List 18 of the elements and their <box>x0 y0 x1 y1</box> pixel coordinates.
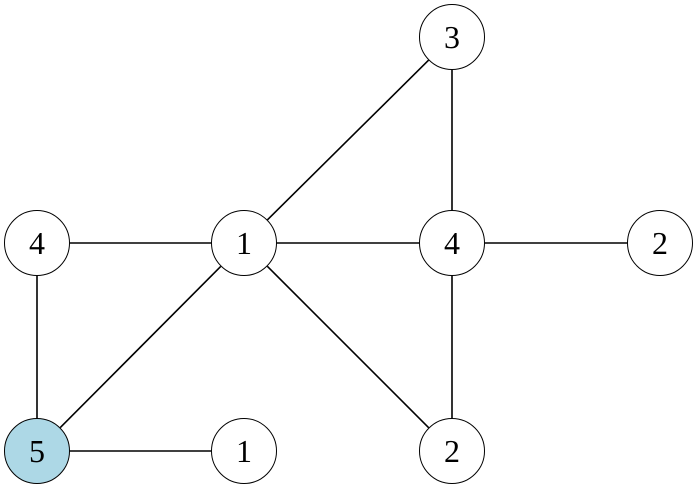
node-label: 2 <box>444 435 460 467</box>
edge-line <box>451 276 453 418</box>
edge-line <box>485 242 627 244</box>
node-label: 5 <box>29 435 45 467</box>
edge-line <box>266 60 430 220</box>
node-label: 4 <box>29 227 45 259</box>
edge-line <box>60 266 222 428</box>
node-label: 1 <box>236 435 252 467</box>
edge-line <box>70 450 211 452</box>
edge-line <box>266 266 430 428</box>
node-label: 1 <box>236 227 252 259</box>
edge-line <box>36 276 38 418</box>
edge-line <box>277 242 419 244</box>
edge-line <box>451 70 453 210</box>
node-label: 3 <box>444 21 460 53</box>
edge-line <box>70 242 211 244</box>
node-label: 4 <box>444 227 460 259</box>
node-label: 2 <box>652 227 668 259</box>
